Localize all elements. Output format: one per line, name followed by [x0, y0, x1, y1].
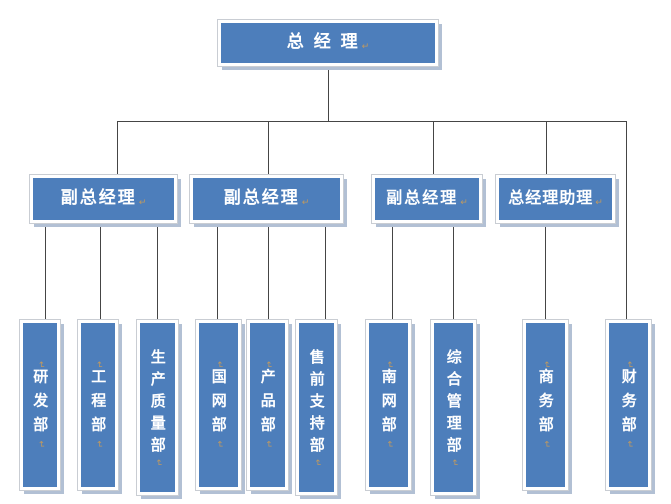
connector-line — [100, 223, 101, 320]
node-label: 总经理助理 — [508, 188, 594, 207]
org-node-dept-presales-support[interactable]: 售前支持部↵ — [295, 319, 338, 496]
org-node-dept-state-grid[interactable]: ↵国网部↵ — [195, 319, 242, 491]
org-node-deputy-gm-1[interactable]: 副总经理↵ — [29, 174, 178, 224]
node-label: 财务部 — [619, 369, 638, 441]
return-mark-icon: ↵ — [383, 441, 394, 449]
return-mark-icon: ↵ — [595, 198, 603, 208]
connector-line — [268, 223, 269, 320]
node-label-wrap: 总经理助理↵ — [508, 190, 603, 208]
return-mark-icon: ↵ — [35, 441, 46, 449]
node-label: 国网部 — [209, 369, 228, 441]
node-label-wrap: 生产质量部↵ — [148, 348, 167, 467]
node-label: 综合管理部 — [444, 348, 463, 459]
connector-line — [453, 223, 454, 320]
node-label-wrap: ↵南网部↵ — [379, 361, 398, 449]
connector-line — [392, 223, 393, 320]
return-mark-icon: ↵ — [623, 441, 634, 449]
node-label-wrap: 综合管理部↵ — [444, 348, 463, 467]
org-node-dept-general-admin[interactable]: 综合管理部↵ — [430, 319, 477, 496]
node-label: 副总经理 — [60, 188, 137, 208]
org-node-dept-product[interactable]: ↵产品部↵ — [246, 319, 289, 491]
connector-line — [546, 121, 547, 176]
return-mark-icon: ↵ — [301, 198, 310, 208]
return-mark-icon: ↵ — [311, 458, 322, 467]
return-mark-icon: ↵ — [262, 441, 273, 449]
return-mark-icon: ↵ — [138, 198, 147, 208]
connector-line — [157, 223, 158, 320]
node-label-wrap: ↵国网部↵ — [209, 361, 228, 449]
connector-line — [328, 66, 329, 121]
return-mark-icon: ↵ — [152, 458, 163, 467]
return-mark-icon: ↵ — [361, 42, 370, 52]
node-label-wrap: 总 经 理↵ — [287, 34, 369, 52]
node-label: 售前支持部 — [307, 348, 326, 459]
return-mark-icon: ↵ — [460, 198, 468, 208]
node-label: 生产质量部 — [148, 348, 167, 459]
node-label-wrap: 副总经理↵ — [386, 190, 468, 208]
return-mark-icon: ↵ — [213, 441, 224, 449]
node-label-wrap: 副总经理↵ — [224, 190, 310, 208]
return-mark-icon: ↵ — [213, 361, 224, 369]
node-label: 总 经 理 — [286, 32, 360, 52]
return-mark-icon: ↵ — [540, 441, 551, 449]
org-node-dept-engineering[interactable]: ↵工程部↵ — [77, 319, 119, 491]
node-label-wrap: 售前支持部↵ — [307, 348, 326, 467]
node-label: 副总经理 — [223, 188, 300, 208]
org-node-dept-rd[interactable]: ↵研发部↵ — [19, 319, 61, 491]
node-label: 研发部 — [31, 369, 50, 441]
org-node-general-manager[interactable]: 总 经 理↵ — [217, 19, 439, 67]
connector-line — [117, 121, 627, 122]
return-mark-icon: ↵ — [35, 361, 46, 369]
node-label-wrap: ↵研发部↵ — [31, 361, 50, 449]
node-label-wrap: ↵产品部↵ — [258, 361, 277, 449]
return-mark-icon: ↵ — [93, 361, 104, 369]
node-label: 工程部 — [89, 369, 108, 441]
connector-line — [117, 121, 118, 176]
node-label-wrap: ↵商务部↵ — [536, 361, 555, 449]
org-node-deputy-gm-3[interactable]: 副总经理↵ — [371, 174, 483, 224]
return-mark-icon: ↵ — [623, 361, 634, 369]
org-node-gm-assistant[interactable]: 总经理助理↵ — [495, 174, 616, 224]
connector-line — [268, 121, 269, 176]
return-mark-icon: ↵ — [93, 441, 104, 449]
node-label: 产品部 — [258, 369, 277, 441]
node-label-wrap: ↵工程部↵ — [89, 361, 108, 449]
return-mark-icon: ↵ — [383, 361, 394, 369]
org-node-dept-finance[interactable]: ↵财务部↵ — [605, 319, 652, 491]
connector-line — [217, 223, 218, 320]
return-mark-icon: ↵ — [262, 361, 273, 369]
return-mark-icon: ↵ — [540, 361, 551, 369]
org-node-dept-southern-grid[interactable]: ↵南网部↵ — [365, 319, 412, 491]
connector-line — [626, 121, 627, 320]
node-label: 商务部 — [536, 369, 555, 441]
node-label-wrap: ↵财务部↵ — [619, 361, 638, 449]
connector-line — [433, 121, 434, 176]
node-label-wrap: 副总经理↵ — [61, 190, 147, 208]
org-node-dept-business[interactable]: ↵商务部↵ — [522, 319, 569, 491]
org-node-deputy-gm-2[interactable]: 副总经理↵ — [189, 174, 344, 224]
node-label: 副总经理 — [386, 188, 459, 207]
connector-line — [45, 223, 46, 320]
connector-line — [325, 223, 326, 320]
return-mark-icon: ↵ — [448, 458, 459, 467]
connector-line — [545, 223, 546, 320]
org-node-dept-production-quality[interactable]: 生产质量部↵ — [136, 319, 179, 496]
node-label: 南网部 — [379, 369, 398, 441]
